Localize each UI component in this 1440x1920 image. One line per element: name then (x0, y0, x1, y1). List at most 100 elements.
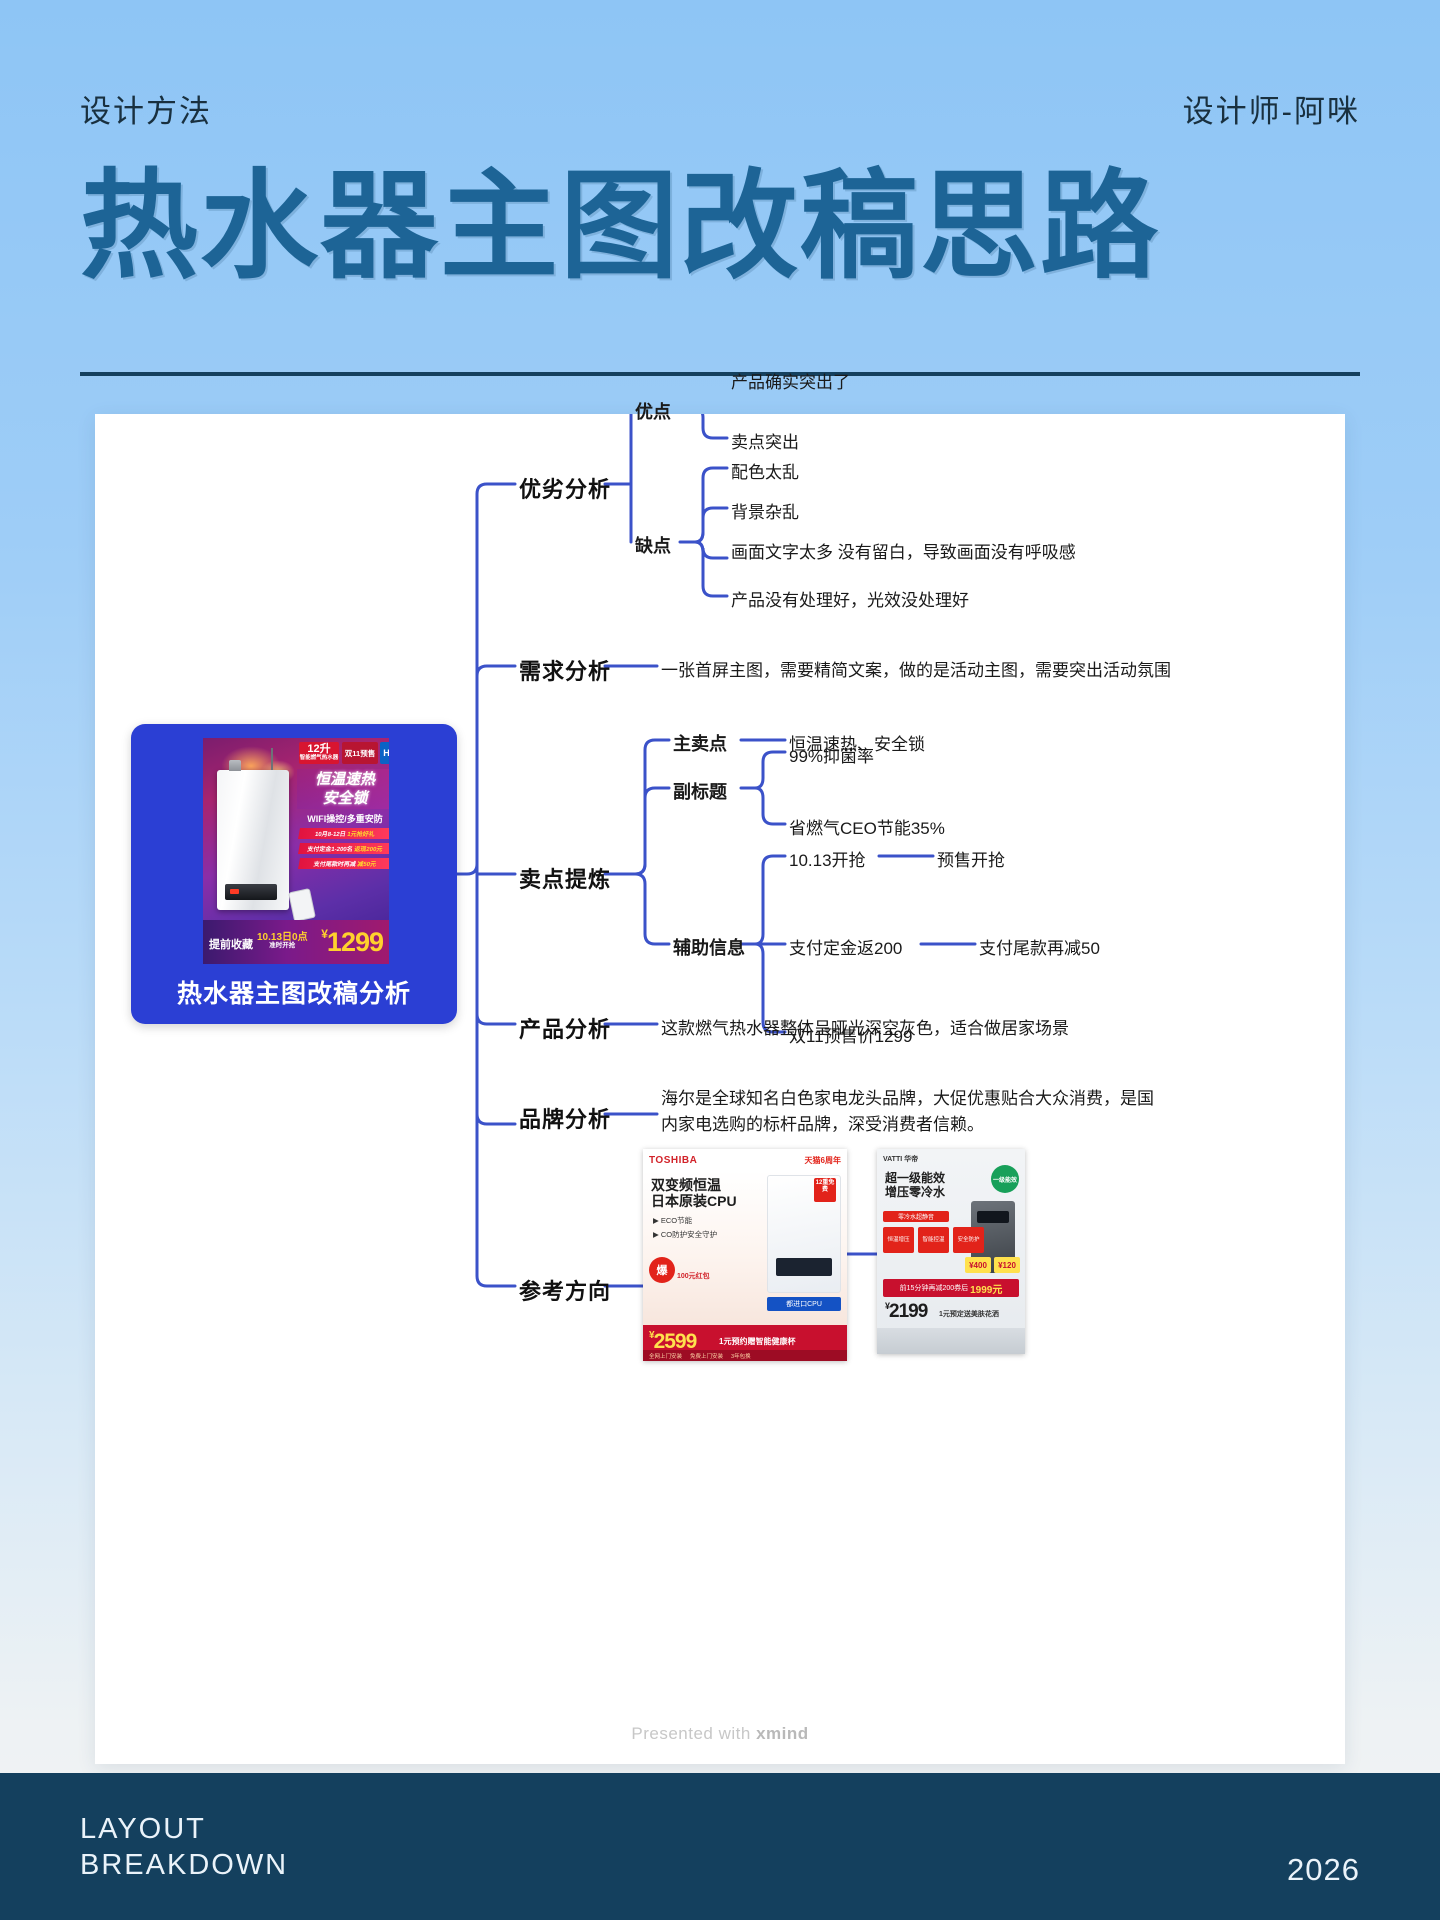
poster-slogan-line2: 安全锁 (322, 790, 368, 807)
ref-b-subtext: 1元预定送美肤花洒 (939, 1311, 999, 1318)
ref-a-title-line2: 日本原装CPU (651, 1193, 737, 1210)
ref-a-price-value: 2599 (653, 1330, 698, 1353)
node-aux-info-label[interactable]: 辅助信息 (673, 938, 745, 958)
ref-a-product-unit: 12重免费 (767, 1175, 841, 1293)
phone-illustration (288, 888, 316, 922)
ref-a-subtext: 1元预约赠智能健康杯 (719, 1337, 796, 1346)
node-product-leaf[interactable]: 这款燃气热水器整体呈哑光深空灰色，适合做居家场景 (661, 1019, 1069, 1038)
node-aux-row1-tail[interactable]: 预售开抢 (937, 851, 1005, 870)
ref-a-brand: TOSHIBA (649, 1154, 698, 1166)
ref-b-card-2: 智能控温 (918, 1227, 949, 1253)
node-subtitle-item-1[interactable]: 99%抑菌率 (789, 747, 875, 766)
ref-b-title: 超一级能效 增压零冷水 (885, 1171, 945, 1200)
promo1-pre: 10月8-12日 (314, 832, 347, 838)
ref-a-title-line1: 双变频恒温 (651, 1177, 721, 1193)
ref-b-body: VATTI 华帝 一级能效 超一级能效 增压零冷水 零冷水超静音 恒温增压 智能… (877, 1149, 1025, 1354)
node-aux-row1-text[interactable]: 10.13开抢 (789, 851, 866, 870)
ref-b-price-value: 2199 (889, 1301, 928, 1322)
poster-date-main: 10.13日0点 (257, 931, 308, 943)
ref-b-feature-cards: 恒温增压 智能控温 安全防护 (883, 1227, 984, 1253)
toshiba-reference-image[interactable]: TOSHIBA 天猫6周年 双变频恒温 日本原装CPU ▶ ECO节能 ▶ CO… (643, 1149, 847, 1361)
ref-a-price-symbol: ¥ (649, 1330, 654, 1341)
node-cons-item-1[interactable]: 配色太乱 (731, 463, 799, 482)
footer-label-line1: LAYOUT (80, 1813, 206, 1845)
ref-a-chips: 全网上门安装 免费上门安装 3年包换 (643, 1350, 847, 1361)
node-subtitle-label[interactable]: 副标题 (673, 782, 727, 802)
poster-promo-bar-2: 支付定金1-200名 返现200元 (298, 843, 389, 854)
heater-vent (229, 760, 241, 771)
node-aux-row3-text[interactable]: 双11预售价1299 (789, 1027, 913, 1046)
ref-a-chip-3: 3年包换 (731, 1353, 751, 1360)
ref-a-header: TOSHIBA 天猫6周年 (643, 1149, 847, 1171)
node-aux-row2-tail[interactable]: 支付尾款再减50 (979, 939, 1100, 958)
header-author: 设计师-阿咪 (1182, 94, 1360, 129)
node-main-selling-label[interactable]: 主卖点 (673, 734, 727, 754)
node-main-selling-leaf[interactable]: 恒温速热、安全锁 (789, 735, 925, 754)
branch-requirement-label[interactable]: 需求分析 (519, 659, 612, 684)
ref-b-card-1: 恒温增压 (883, 1227, 914, 1253)
ref-a-badge: 12重免费 (814, 1178, 836, 1202)
mindmap-canvas: 12升 智能燃气热水器 双11预售 Haier 恒温速热 安全锁 WIFI操控/… (95, 373, 1345, 1764)
header-eyebrow: 设计方法 (80, 94, 212, 129)
xmind-watermark-prefix: Presented with (631, 1724, 757, 1743)
poster-feature-line: WIFI操控/多重安防 (307, 814, 383, 824)
node-pros-label[interactable]: 优点 (635, 402, 671, 422)
ref-a-bullet-1: ▶ ECO节能 (653, 1216, 693, 1225)
branch-product-label[interactable]: 产品分析 (519, 1017, 612, 1042)
xmind-watermark-brand: xmind (756, 1724, 809, 1743)
ref-a-bullet-2: ▶ CO防护安全守护 (653, 1230, 718, 1239)
node-pros-item-2[interactable]: 卖点突出 (731, 433, 799, 452)
ref-b-red-bar: 前15分钟再减200券后 1999元 (883, 1279, 1019, 1297)
header-row: 设计方法 设计师-阿咪 (80, 86, 1360, 131)
poster-slogan: 恒温速热 安全锁 (297, 769, 389, 809)
title-divider (80, 372, 1360, 376)
ref-b-title-line1: 超一级能效 (885, 1171, 946, 1185)
vatti-reference-image[interactable]: VATTI 华帝 一级能效 超一级能效 增压零冷水 零冷水超静音 恒温增压 智能… (877, 1149, 1025, 1354)
ref-a-unit-screen (776, 1258, 832, 1276)
promo2-pre: 支付定金1-200名 (306, 847, 354, 853)
node-cons-label[interactable]: 缺点 (635, 536, 671, 556)
ref-a-body: 双变频恒温 日本原装CPU ▶ ECO节能 ▶ CO防护安全守护 12重免费 都… (643, 1171, 847, 1325)
heater-control-panel (225, 884, 277, 900)
ref-a-tmall: 天猫6周年 (804, 1155, 841, 1165)
branch-brand-label[interactable]: 品牌分析 (519, 1107, 612, 1132)
badge-volume-main: 12升 (307, 743, 331, 756)
node-cons-item-3[interactable]: 画面文字太多 没有留白，导致画面没有呼吸感 (731, 543, 1076, 562)
node-aux-row2-text[interactable]: 支付定金返200 (789, 939, 903, 958)
ref-b-red-pre: 前15分钟再减200券后 (899, 1285, 969, 1292)
poster-promo-bar-3: 支付尾款时再减 减50元 (298, 858, 389, 869)
promo3-pre: 支付尾款时再减 (313, 862, 357, 868)
poster-promo-bar-1: 10月8-12日 1元抢好礼 (298, 828, 389, 839)
water-heater-illustration (217, 748, 289, 910)
ref-a-price: ¥2599 (649, 1330, 698, 1354)
node-cons-item-2[interactable]: 背景杂乱 (731, 503, 799, 522)
poster-footer-strip: 提前收藏 10.13日0点 准时开抢 ¥1299 (203, 920, 389, 964)
node-brand-leaf[interactable]: 海尔是全球知名白色家电龙头品牌，大促优惠贴合大众消费，是国内家电选购的标杆品牌，… (661, 1089, 1154, 1135)
node-cons-item-4[interactable]: 产品没有处理好，光效没处理好 (731, 591, 969, 610)
ref-a-blue-tag: 都进口CPU (767, 1297, 841, 1311)
ref-b-price: ¥2199 (885, 1301, 928, 1323)
ref-b-card-3: 安全防护 (953, 1227, 984, 1253)
promo1-hl: 1元抢好礼 (346, 832, 376, 838)
poster-price-symbol: ¥ (321, 927, 328, 941)
root-node-card[interactable]: 12升 智能燃气热水器 双11预售 Haier 恒温速热 安全锁 WIFI操控/… (131, 724, 457, 1024)
ref-b-title-line2: 增压零冷水 (885, 1185, 946, 1200)
promo3-hl: 减50元 (356, 862, 377, 868)
branch-pros-cons-label[interactable]: 优劣分析 (519, 477, 612, 502)
node-pros-item-1[interactable]: 产品确实突出了 (731, 373, 850, 392)
footer-label-line2: BREAKDOWN (80, 1849, 289, 1881)
ref-b-coupon-1: ¥400 (965, 1257, 991, 1273)
ref-b-brand: VATTI 华帝 (883, 1156, 919, 1163)
product-poster-image: 12升 智能燃气热水器 双11预售 Haier 恒温速热 安全锁 WIFI操控/… (203, 738, 389, 964)
badge-volume: 12升 智能燃气热水器 (299, 742, 339, 764)
footer-bar: LAYOUT BREAKDOWN 2026 (0, 1773, 1440, 1920)
branch-reference-label[interactable]: 参考方向 (519, 1279, 612, 1304)
node-requirement-leaf[interactable]: 一张首屏主图，需要精简文案，做的是活动主图，需要突出活动氛围 (661, 661, 1171, 680)
ref-b-efficiency-badge: 一级能效 (991, 1165, 1019, 1193)
branch-selling-point-label[interactable]: 卖点提炼 (519, 867, 612, 892)
mindmap-board: 12升 智能燃气热水器 双11预售 Haier 恒温速热 安全锁 WIFI操控/… (95, 373, 1345, 1764)
footer-label: LAYOUT BREAKDOWN (80, 1811, 288, 1883)
poster-price-value: 1299 (326, 927, 384, 957)
ref-a-chip-2: 免费上门安装 (690, 1353, 724, 1360)
node-subtitle-item-2[interactable]: 省燃气CEO节能35% (789, 819, 945, 838)
